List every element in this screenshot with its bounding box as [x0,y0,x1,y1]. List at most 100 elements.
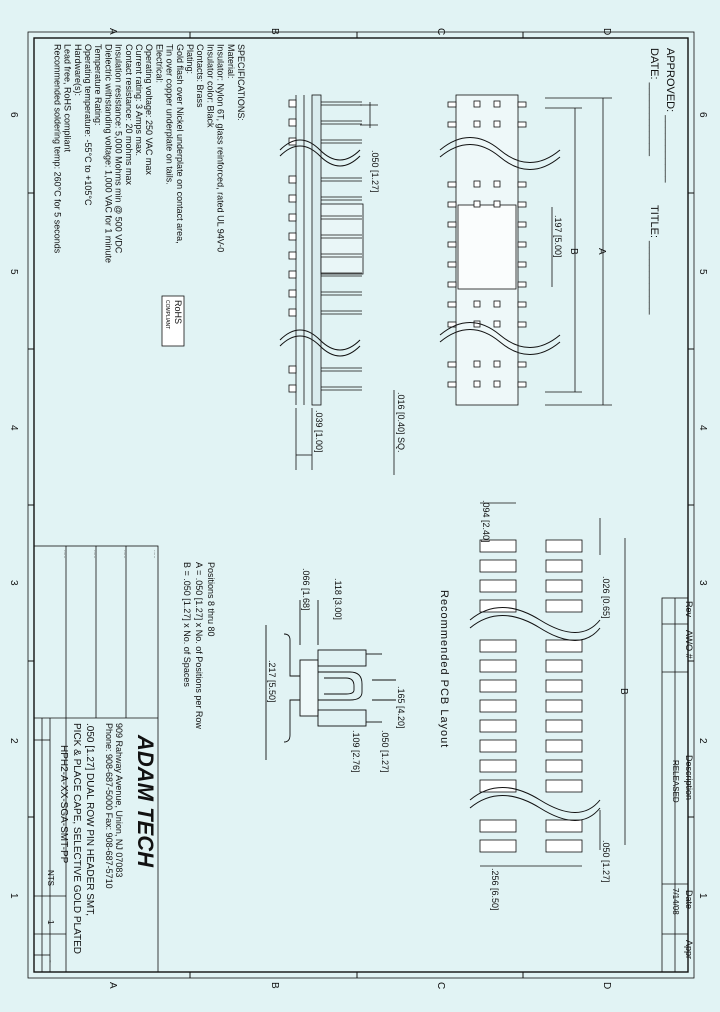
spec-line: SPECIFICATIONS: [236,44,246,121]
pin-tail [288,194,297,203]
pin-square [493,360,501,368]
pin-square [473,380,481,388]
zone-top-3: D [601,28,612,35]
approved-label: APPROVED: ___________ [664,48,676,183]
tail-left [447,301,457,308]
dim-050-pcb: .050 [1.27] [601,840,611,883]
zone-letters-top: A B C D [107,28,612,35]
pin-tail [288,365,297,374]
pin-tail [288,289,297,298]
svg-text:......: ...... [152,550,158,558]
dim-016: .016 [0.40] SQ. [396,392,406,453]
dim-066: .066 [1.68] [301,568,311,611]
pin-square [473,360,481,368]
spec-line: Electrical: [154,44,164,83]
date-label: DATE: ____________ [648,48,660,157]
side-view-drawing [279,94,395,475]
tail-left [447,381,457,388]
tail-right [517,221,527,228]
pcb-pad-left [479,539,517,553]
dim-A: A [596,248,607,255]
svg-text:......: ...... [92,550,98,558]
pin-tail [288,213,297,222]
zone-top-1: B [269,28,280,35]
zone-right-4: 2 [697,738,708,744]
pin-square [493,100,501,108]
pcb-pad-right [545,839,583,853]
spec-line: Hardware(s): [73,44,83,96]
pin-square [473,100,481,108]
spec-line: Plating: [185,44,195,74]
pin-square [493,380,501,388]
company-phone: Phone: 908-687-5000 Fax: 908-687-5710 [104,723,114,889]
dim-118: .118 [3.00] [333,578,343,620]
pin-square [493,180,501,188]
pcb-pad-left [479,579,517,593]
zone-top-2: C [435,28,446,35]
pcb-pad-right [545,559,583,573]
dim-217: .217 [5.50] [267,660,277,703]
spec-line: Operating voltage: 250 VAC max [144,44,154,175]
tail-left [447,361,457,368]
tail-left [447,181,457,188]
pcb-pad-left [479,679,517,693]
pin-square [493,300,501,308]
approval-block: APPROVED: ___________ DATE: ____________… [648,48,676,315]
spec-line: Lead free, RoHS compliant [63,44,73,153]
pcb-pad-left [479,639,517,653]
pin-tail [288,232,297,241]
pcb-pad-left [479,839,517,853]
svg-text:......: ...... [122,550,128,558]
spec-line: Insulator color: Black [205,44,215,128]
pcb-layout-label: Recommended PCB Layout [438,590,450,748]
zone-right-0: 6 [697,112,708,118]
tail-right [517,201,527,208]
spec-line: Contact resistance: 20 mohms max [124,44,134,186]
pcb-pad-right [545,539,583,553]
pin-tail [288,270,297,279]
zone-left-3: 3 [8,580,19,586]
spec-line: Dielectric withstanding voltage: 1,000 V… [103,44,113,263]
zone-right-1: 5 [697,269,708,275]
rohs-text: RoHS [173,300,183,324]
pcb-pad-right [545,719,583,733]
revision-table [661,597,689,973]
pcb-pad-right [545,779,583,793]
pin-square [493,320,501,328]
tail-right [517,181,527,188]
rev-header-date: Date [684,890,694,909]
tail-left [447,201,457,208]
zone-bottom-1: B [269,982,280,989]
tail-left [447,121,457,128]
title-block-small-labels: ...... ...... ...... ...... [62,550,158,558]
rev-row-date: 7/14/08 [671,888,680,915]
spec-line: Material: [226,44,236,79]
title-block [33,545,159,973]
tail-right [517,301,527,308]
rohs-compliant-text: COMPLIANT [164,300,170,329]
top-view-drawing [439,94,612,406]
pcb-pad-left [479,659,517,673]
zone-left-2: 4 [8,425,19,431]
note-line-3: B = .050 [1.27] x No. of Spaces [182,562,192,687]
zone-bottom-2: C [435,982,446,989]
pin-square [473,120,481,128]
pin-tail [288,384,297,393]
pin-square [473,300,481,308]
dim-B-top: B [568,248,579,255]
company-name: ADAM TECH [133,734,158,868]
tail-right [517,101,527,108]
zone-left-4: 2 [8,738,19,744]
svg-text:......: ...... [62,550,68,558]
zone-left-5: 1 [8,893,19,899]
pcb-pad-right [545,599,583,613]
spec-line: Recommended soldering temp: 260°C for 5 … [52,44,62,254]
pin-tail [288,118,297,127]
pcb-pad-right [545,679,583,693]
dim-256: .256 [6.50] [490,868,500,911]
spec-line: Operating temperature: -55°C to +105°C [83,44,93,206]
zone-right-2: 4 [697,425,708,431]
pcb-pad-right [545,579,583,593]
pcb-pad-right [545,639,583,653]
